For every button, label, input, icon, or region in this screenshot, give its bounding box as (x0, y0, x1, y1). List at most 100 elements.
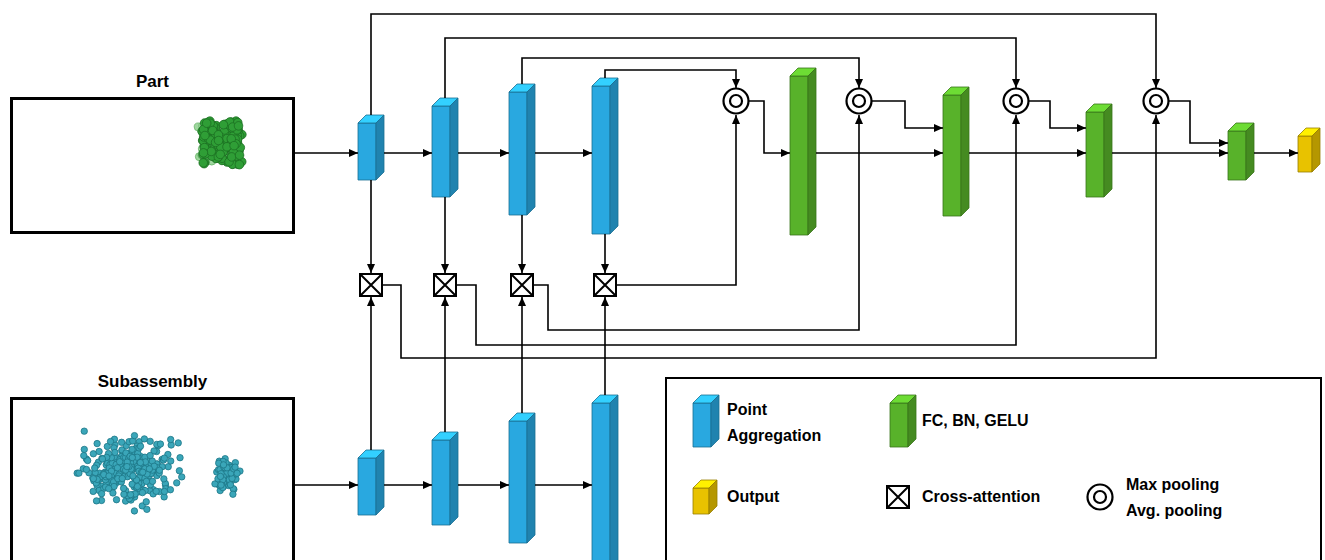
legend-block-face (709, 480, 717, 514)
cloud-point (174, 480, 180, 486)
legend-block (890, 395, 916, 447)
point-aggregation-block-face (509, 92, 527, 215)
cloud-point (227, 482, 233, 488)
cloud-point (161, 455, 167, 461)
cloud-point (83, 466, 89, 472)
attention-wire (521, 297, 523, 413)
attention-wire (370, 297, 372, 450)
legend-block-face (890, 403, 908, 447)
legend-block (693, 395, 719, 447)
cloud-point (230, 491, 236, 497)
output-block (1298, 128, 1320, 172)
flow-wire (384, 152, 432, 154)
cloud-point (131, 432, 137, 438)
pool-wire (749, 101, 790, 153)
pool-wire (1029, 101, 1086, 128)
fc-bn-gelu-block (790, 68, 816, 235)
pooling-outer-ring (1088, 485, 1113, 510)
cloud-point (161, 488, 167, 494)
cloud-point (200, 159, 209, 168)
point-aggregation-block-face (527, 413, 535, 543)
skip-wire (371, 14, 1156, 115)
legend-label: Cross-attention (922, 484, 1092, 510)
cloud-point (199, 159, 208, 168)
cloud-point (99, 456, 105, 462)
cloud-point (130, 473, 136, 479)
cloud-point (92, 465, 98, 471)
flow-wire (535, 484, 592, 486)
cross-attention-symbol (594, 274, 616, 296)
point-aggregation-block-face (450, 432, 458, 525)
pooling-symbol (1088, 485, 1113, 510)
cloud-point (105, 485, 111, 491)
point-aggregation-block (592, 78, 618, 234)
cloud-point (131, 508, 137, 514)
fc-bn-gelu-block-face (808, 68, 816, 235)
fc-bn-gelu-block-face (943, 95, 961, 216)
cloud-point (216, 150, 225, 159)
fc-bn-gelu-block-face (1228, 131, 1246, 180)
pooling-symbol (847, 89, 872, 114)
cloud-point (118, 439, 124, 445)
cross-attention-x (594, 274, 616, 296)
point-aggregation-block (358, 450, 384, 515)
cloud-point (94, 440, 100, 446)
cloud-point (199, 149, 208, 158)
fc-bn-gelu-block-face (1104, 104, 1112, 197)
cloud-point (235, 160, 244, 169)
panel-heading: Subassembly (13, 372, 292, 392)
cloud-point (120, 485, 126, 491)
point-aggregation-block-face (432, 440, 450, 525)
pooling-outer-ring (1144, 89, 1169, 114)
pooling-symbol (1144, 89, 1169, 114)
cloud-point (218, 482, 224, 488)
point-aggregation-block (358, 115, 384, 180)
cloud-point (143, 478, 149, 484)
point-aggregation-block-face (527, 84, 535, 215)
cloud-point (76, 470, 82, 476)
cloud-point (137, 443, 143, 449)
flow-wire (535, 152, 592, 154)
attention-wire (444, 197, 446, 273)
cloud-point (168, 458, 174, 464)
flow-wire (384, 484, 432, 486)
pooling-inner-ring (1010, 95, 1022, 107)
fc-bn-gelu-block (943, 87, 969, 216)
attention-out-wire (616, 115, 736, 285)
symbols (360, 89, 1169, 297)
cloud-point (149, 478, 155, 484)
cross-attention-symbol (434, 274, 456, 296)
cloud-point (201, 131, 210, 140)
cloud-point (157, 441, 163, 447)
legend-block-face (693, 488, 709, 514)
cloud-point (81, 428, 87, 434)
legend-block (693, 480, 717, 514)
cloud-point (124, 463, 130, 469)
cloud-point (106, 473, 112, 479)
fc-bn-gelu-block (1228, 123, 1254, 180)
flow-wire (458, 484, 509, 486)
cloud-point (81, 446, 87, 452)
cloud-point (140, 469, 146, 475)
legend-block-face (693, 480, 717, 488)
cross-attention-symbol (360, 274, 382, 296)
pooling-outer-ring (1004, 89, 1029, 114)
cross-attention-x (360, 274, 382, 296)
cloud-point (161, 476, 167, 482)
cloud-point (90, 475, 96, 481)
cross-attention-x (887, 486, 909, 508)
attention-wire (444, 297, 446, 432)
attention-out-wire (533, 115, 859, 330)
attention-wire (604, 234, 606, 273)
point-aggregation-block (432, 98, 458, 197)
pooling-symbol (724, 89, 749, 114)
pool-wire (1169, 101, 1228, 143)
legend-label: Point Aggregation (727, 397, 847, 449)
cloud-point (230, 141, 239, 150)
pooling-inner-ring (853, 95, 865, 107)
cloud-point (175, 440, 181, 446)
cloud-point (119, 475, 125, 481)
point-clouds (74, 117, 246, 514)
cloud-point (99, 455, 105, 461)
flow-wire (969, 152, 1086, 154)
